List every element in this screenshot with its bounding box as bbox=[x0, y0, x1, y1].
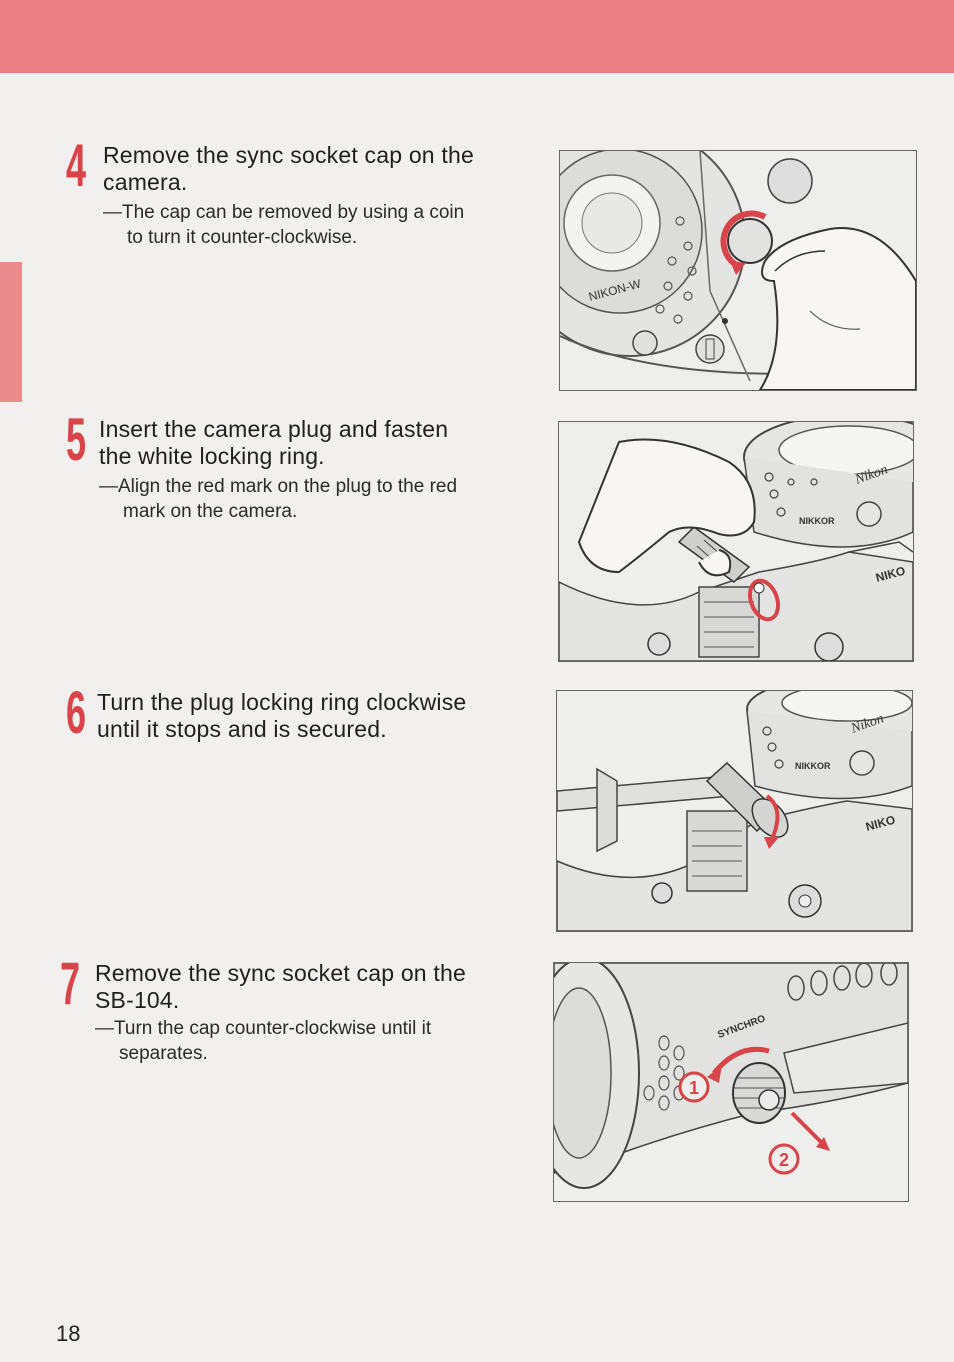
lens-ring-label: NIKKOR bbox=[799, 516, 835, 526]
step-6: 6 Turn the plug locking ring clockwise u… bbox=[66, 683, 536, 769]
step-number: 6 bbox=[66, 679, 87, 746]
step-title: Remove the sync socket cap on the camera… bbox=[103, 142, 474, 195]
section-tab bbox=[0, 262, 22, 402]
step-number: 7 bbox=[60, 950, 81, 1017]
locking-ring-illustration: NIKKOR Nikon NIKO bbox=[557, 691, 912, 931]
step-title: Insert the camera plug and fasten the wh… bbox=[99, 416, 449, 469]
step-note: —Align the red mark on the plug to the r… bbox=[99, 476, 458, 522]
marker-one: 1 bbox=[689, 1078, 699, 1098]
step-title: Remove the sync socket cap on the SB-104… bbox=[95, 960, 466, 1013]
camera-cap-illustration: NIKON-W bbox=[560, 151, 916, 390]
step-number: 4 bbox=[66, 132, 87, 199]
sb104-cap-illustration: SYNCHRO 1 2 bbox=[554, 963, 908, 1201]
lens-ring-label: NIKKOR bbox=[795, 761, 831, 771]
step-4: 4 Remove the sync socket cap on the came… bbox=[66, 136, 536, 262]
camera-plug-illustration: NIKKOR Nikon NIKO bbox=[559, 422, 913, 661]
figure-turn-locking-ring: NIKKOR Nikon NIKO bbox=[556, 690, 913, 932]
figure-remove-camera-cap: NIKON-W bbox=[559, 150, 917, 391]
step-7: 7 Remove the sync socket cap on the SB-1… bbox=[60, 954, 530, 1080]
step-title: Turn the plug locking ring clockwise unt… bbox=[97, 689, 467, 742]
marker-two: 2 bbox=[779, 1150, 789, 1170]
header-band bbox=[0, 0, 954, 73]
figure-insert-camera-plug: NIKKOR Nikon NIKO bbox=[558, 421, 914, 662]
step-5: 5 Insert the camera plug and fasten the … bbox=[66, 410, 536, 536]
step-note: —Turn the cap counter-clockwise until it… bbox=[95, 1018, 432, 1064]
page-number: 18 bbox=[56, 1321, 81, 1346]
figure-remove-sb104-cap: SYNCHRO 1 2 bbox=[553, 962, 909, 1202]
step-note: —The cap can be removed by using a coin … bbox=[103, 202, 465, 248]
step-number: 5 bbox=[66, 406, 87, 473]
